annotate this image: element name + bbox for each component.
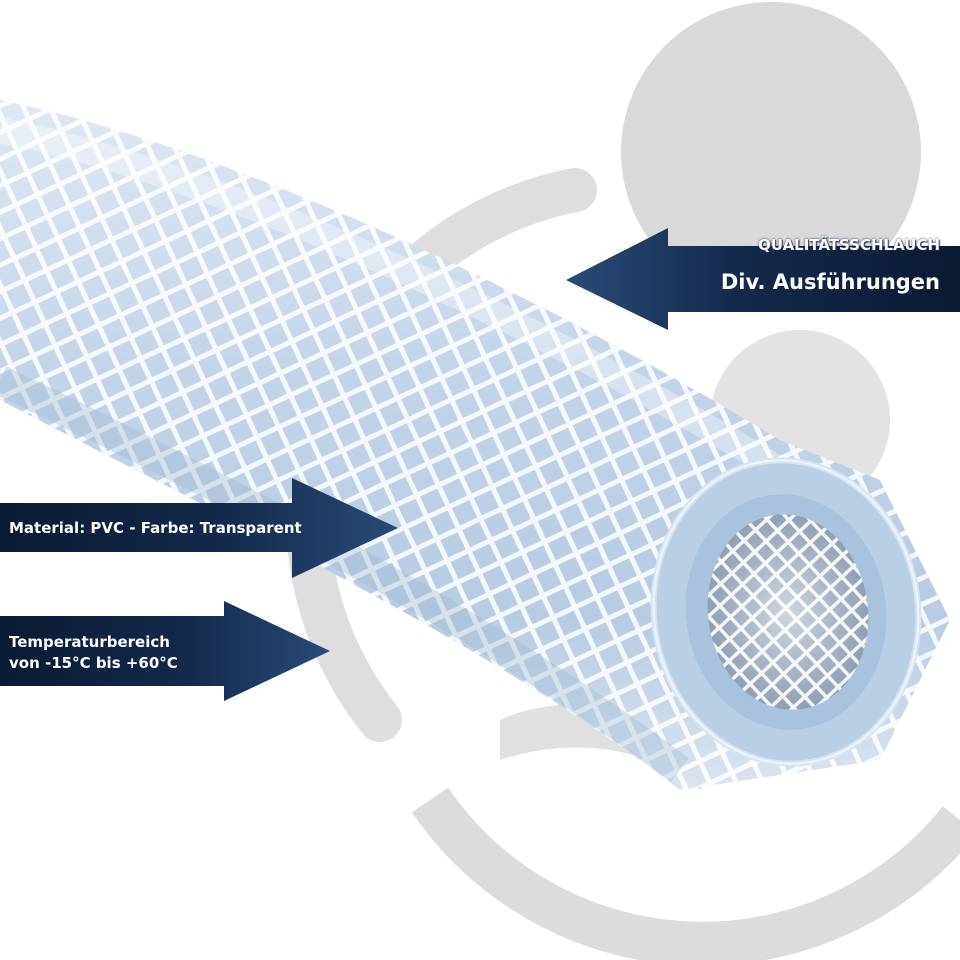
temperature-callout: Temperaturbereich von -15°C bis +60°C (9, 632, 178, 674)
arrow-top (566, 228, 960, 330)
quality-hose-heading: QUALITÄTSSCHLAUCH (758, 236, 940, 254)
temperature-line-2: von -15°C bis +60°C (9, 654, 178, 672)
material-callout: Material: PVC - Farbe: Transparent (9, 519, 302, 537)
temperature-line-1: Temperaturbereich (9, 633, 170, 651)
arrow-temperature (0, 601, 330, 701)
versions-subheading: Div. Ausführungen (720, 270, 940, 294)
arrow-material (0, 478, 398, 578)
